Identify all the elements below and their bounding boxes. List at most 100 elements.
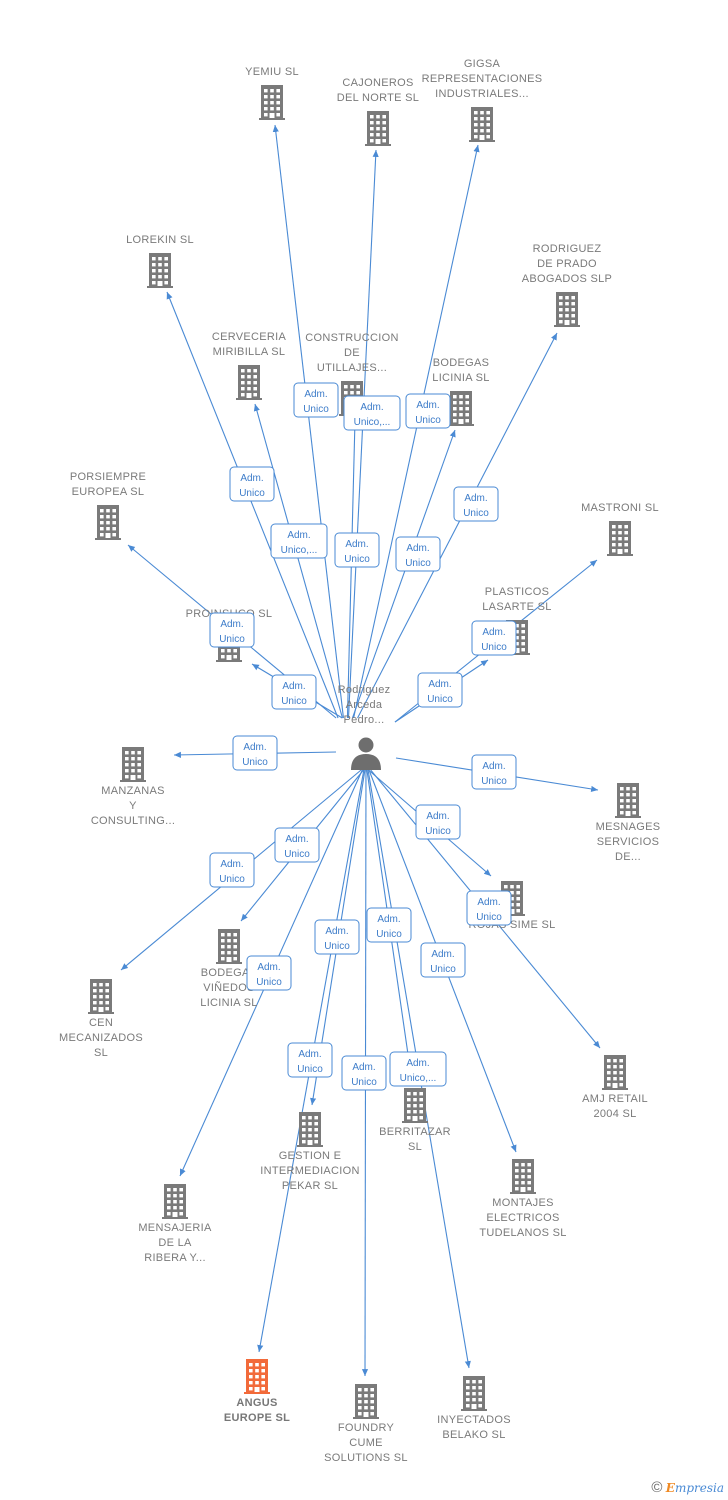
role-badge[interactable]: Adm.Unico <box>334 532 380 568</box>
badge-line1: Adm. <box>482 627 505 638</box>
role-badge[interactable]: Adm.Unico <box>271 674 317 710</box>
role-badge[interactable]: Adm.Unico <box>405 393 451 429</box>
role-badge[interactable]: Adm.Unico <box>420 942 466 978</box>
badge-line1: Adm. <box>428 679 451 690</box>
badge-line2: Unico <box>481 776 507 787</box>
role-badge[interactable]: Adm. Unico <box>209 612 255 648</box>
role-badge[interactable]: Adm.Unico,... <box>389 1051 447 1087</box>
role-badge[interactable]: Adm. Unico <box>341 1055 387 1091</box>
badge-line1: Adm. <box>287 530 310 541</box>
role-badge[interactable]: Adm.Unico <box>246 955 292 991</box>
building-icon <box>365 111 391 146</box>
edge-cajoneros <box>347 149 379 719</box>
building-icon <box>147 253 173 288</box>
role-badge[interactable]: Adm.Unico <box>366 907 412 943</box>
badge-line2: Unico <box>415 415 441 426</box>
badge-line1: Adm. <box>304 389 327 400</box>
company-label: LOREKIN SL <box>126 234 194 246</box>
role-badge[interactable]: Adm. Unico,... <box>343 395 401 431</box>
badge-line2: Unico <box>476 912 502 923</box>
badge-line1: Adm. <box>282 681 305 692</box>
role-badge[interactable]: Adm.Unico <box>415 804 461 840</box>
role-badge[interactable]: Adm.Unico <box>453 486 499 522</box>
role-badge[interactable]: Adm.Unico <box>471 754 517 790</box>
role-badge[interactable]: Adm.Unico <box>232 735 278 771</box>
badge-line1: Adm. <box>220 859 243 870</box>
role-badge[interactable]: Adm. Unico <box>466 890 512 926</box>
role-badge[interactable]: Adm.Unico <box>417 672 463 708</box>
role-badge[interactable]: Adm.Unico <box>209 852 255 888</box>
edge-gigsa <box>353 144 480 719</box>
badge-line2: Unico <box>219 634 245 645</box>
role-badge[interactable]: Adm. Unico <box>471 620 517 656</box>
role-badge[interactable]: Adm.Unico <box>395 536 441 572</box>
badge-line1: Adm. <box>360 402 383 413</box>
badge-line2: Unico <box>376 929 402 940</box>
badge-line1: Adm. <box>220 619 243 630</box>
role-badge[interactable]: Adm.Unico <box>274 827 320 863</box>
building-icon <box>244 1359 270 1394</box>
badge-line2: Unico <box>430 964 456 975</box>
badge-line2: Unico,... <box>281 545 318 556</box>
edge-yemiu <box>272 124 344 719</box>
company-node-yemiu[interactable]: YEMIU SL <box>245 66 299 120</box>
building-icon <box>461 1376 487 1411</box>
badge-line2: Unico <box>351 1077 377 1088</box>
role-badge[interactable]: Adm. Unico,... <box>270 523 328 559</box>
company-node-lorekin[interactable]: LOREKIN SL <box>126 234 194 288</box>
building-icon <box>162 1184 188 1219</box>
brand-name: mpresia <box>674 1481 724 1495</box>
building-icon <box>615 783 641 818</box>
badge-line1: Adm. <box>325 926 348 937</box>
role-badge[interactable]: Adm.Unico <box>293 382 339 418</box>
badge-line2: Unico <box>463 508 489 519</box>
company-node-mastroni[interactable]: MASTRONI SL <box>581 502 659 556</box>
badge-line1: Adm. <box>477 897 500 908</box>
role-badge[interactable]: Adm.Unico <box>229 466 275 502</box>
role-badge[interactable]: Adm.Unico <box>287 1042 333 1078</box>
badge-line1: Adm. <box>243 742 266 753</box>
badge-line2: Unico,... <box>354 417 391 428</box>
role-badge[interactable]: Adm.Unico <box>314 919 360 955</box>
badge-line2: Unico <box>481 642 507 653</box>
edge-lorekin <box>166 291 339 719</box>
badge-line1: Adm. <box>352 1062 375 1073</box>
badge-line2: Unico <box>284 849 310 860</box>
building-icon <box>607 521 633 556</box>
